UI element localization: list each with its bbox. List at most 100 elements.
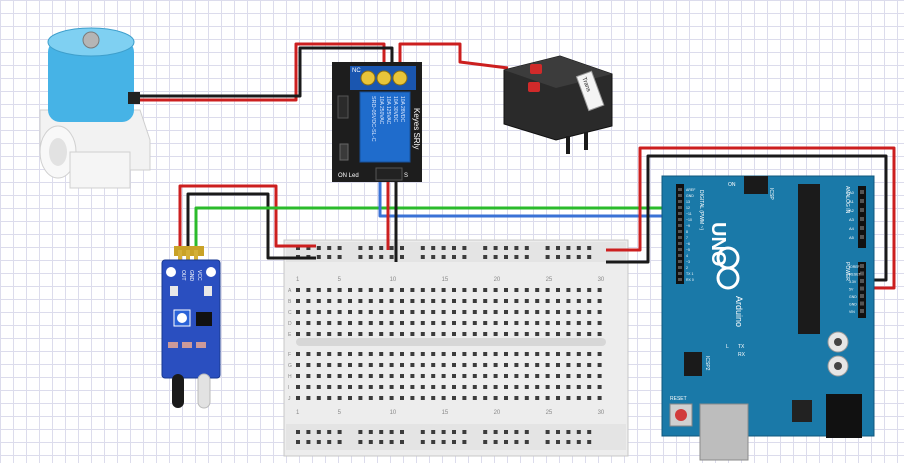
breadboard-rail-hole (379, 430, 384, 434)
breadboard-hole (400, 363, 404, 367)
arduino-tx-label: TX (738, 344, 745, 350)
breadboard-hole (524, 321, 529, 325)
sensor-mount-hole-right (206, 267, 216, 277)
arduino-analog-pin-label: A3 (849, 217, 855, 222)
breadboard-hole (514, 288, 519, 292)
arduino-power-pin (860, 309, 864, 313)
breadboard-hole (348, 288, 352, 292)
relay-transistor (339, 143, 349, 161)
breadboard-rail-hole (400, 440, 404, 444)
breadboard-hole (535, 374, 540, 378)
breadboard-rail-hole (379, 255, 384, 259)
breadboard-hole (535, 363, 540, 367)
breadboard-hole (493, 299, 498, 303)
arduino-digital-pin (678, 230, 682, 233)
breadboard-hole (566, 299, 571, 303)
arduino-digital-pin-label: 4 (686, 254, 688, 258)
breadboard-hole (545, 374, 550, 378)
breadboard-hole (524, 310, 529, 314)
breadboard-rail-hole (483, 440, 488, 444)
breadboard-hole (535, 352, 540, 356)
breadboard-hole (306, 310, 311, 314)
breadboard-rail-hole (462, 430, 467, 434)
breadboard-hole (566, 288, 571, 292)
breadboard-rail-hole (514, 246, 519, 250)
arduino-analog-label: ANALOG IN (844, 186, 850, 214)
breadboard-hole (420, 321, 425, 325)
breadboard-hole (587, 332, 592, 336)
arduino-digital-pin-label: ~9 (686, 224, 690, 228)
relay-nc-label: NC (352, 68, 361, 74)
breadboard-rail-hole (545, 246, 550, 250)
breadboard-hole (472, 332, 477, 336)
breadboard-hole (493, 385, 498, 389)
breadboard-rail-hole (400, 430, 404, 434)
breadboard-hole (337, 288, 342, 292)
breadboard-hole (452, 321, 456, 325)
arduino-dc-jack (826, 394, 862, 438)
relay-brand-label: Keyes SRly (412, 108, 421, 149)
breadboard-hole (420, 374, 425, 378)
sensor-led-2 (204, 286, 212, 296)
breadboard-row-letter: C (288, 310, 292, 316)
breadboard-hole (576, 374, 581, 378)
breadboard-rail-hole (504, 255, 508, 259)
breadboard-rail-hole (483, 430, 488, 434)
breadboard-hole (524, 299, 529, 303)
breadboard-hole (576, 363, 581, 367)
breadboard-hole (316, 385, 321, 389)
breadboard-hole (389, 385, 394, 389)
breadboard-hole (566, 363, 571, 367)
breadboard-hole (431, 363, 436, 367)
breadboard-hole (327, 299, 332, 303)
breadboard-hole (587, 396, 592, 400)
valve-coil (48, 40, 134, 122)
breadboard-hole (597, 288, 602, 292)
breadboard-hole (452, 332, 456, 336)
breadboard-hole (535, 396, 540, 400)
breadboard-hole (504, 310, 508, 314)
breadboard-hole (452, 374, 456, 378)
breadboard-hole (316, 396, 321, 400)
arduino-power-label: POWER (844, 262, 850, 281)
breadboard-hole (327, 363, 332, 367)
breadboard-hole (316, 352, 321, 356)
breadboard-hole (483, 288, 488, 292)
breadboard-rail-hole (306, 430, 311, 434)
breadboard-hole (452, 288, 456, 292)
adapter-button-1 (530, 64, 542, 74)
breadboard-hole (462, 385, 467, 389)
adapter-prong-2 (584, 132, 588, 150)
breadboard-hole (566, 385, 571, 389)
breadboard-hole (379, 288, 384, 292)
sensor-pin-1 (178, 250, 182, 262)
breadboard-hole (441, 310, 446, 314)
breadboard-hole (545, 363, 550, 367)
arduino-analog-pin (860, 217, 864, 221)
adapter-sticker (575, 70, 605, 112)
breadboard-rail-hole (327, 440, 332, 444)
breadboard-hole (514, 385, 519, 389)
arduino-reset-button-cap (675, 409, 687, 421)
breadboard-hole (410, 385, 415, 389)
breadboard-hole (556, 332, 560, 336)
breadboard-hole (483, 321, 488, 325)
breadboard-hole (420, 310, 425, 314)
breadboard-hole (556, 310, 560, 314)
breadboard-hole (597, 363, 602, 367)
valve-inlet-hole (49, 138, 67, 166)
arduino-digital-pin-label: TX 1 (686, 272, 693, 276)
breadboard-rail-hole (316, 255, 321, 259)
arduino-analog-pin-label: A5 (849, 235, 855, 240)
breadboard-hole (431, 310, 436, 314)
breadboard-hole (524, 385, 529, 389)
breadboard-hole (504, 396, 508, 400)
breadboard-hole (316, 299, 321, 303)
breadboard-hole (576, 396, 581, 400)
breadboard-power-rail-bottom (286, 424, 626, 450)
breadboard-hole (462, 310, 467, 314)
breadboard-hole (379, 299, 384, 303)
solenoid-valve (39, 27, 151, 189)
breadboard-rail-hole (556, 440, 560, 444)
breadboard-hole (431, 321, 436, 325)
